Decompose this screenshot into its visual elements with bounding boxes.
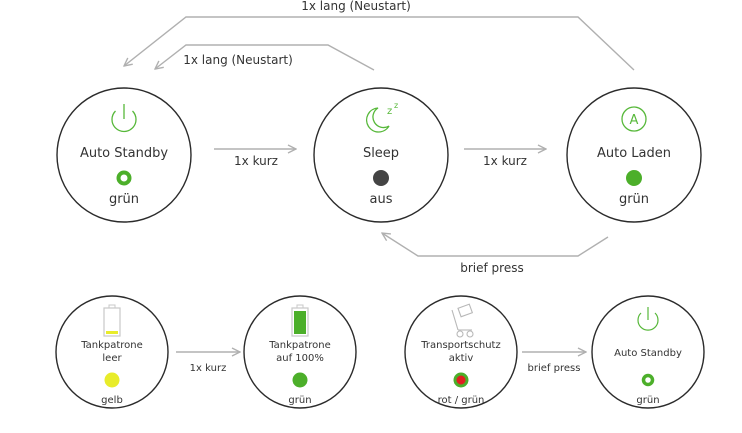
state-title: Auto Standby: [614, 348, 682, 359]
state-title: Auto Standby: [80, 146, 168, 161]
transition-standby-to-sleep: 1x kurz: [214, 149, 296, 168]
state-transportschutz: Transportschutz aktiv rot / grün: [404, 295, 518, 409]
led-indicator-ring-green: [641, 373, 655, 387]
transition-laden-to-sleep: brief press: [382, 233, 609, 275]
transition-sleep-to-standby: 1x lang (Neustart): [155, 44, 375, 71]
transition-label-long-outer: 1x lang (Neustart): [301, 0, 411, 13]
state-title-line2: leer: [102, 353, 122, 364]
led-status-label: grün: [288, 395, 311, 406]
led-indicator-green: [292, 372, 308, 388]
transition-label-long-inner: 1x lang (Neustart): [183, 53, 293, 67]
svg-text:z: z: [387, 106, 392, 117]
led-status-label: aus: [370, 192, 393, 207]
power-icon: [111, 104, 137, 133]
state-title-line1: Tankpatrone: [268, 340, 331, 351]
transition-laden-to-standby: 1x lang (Neustart): [124, 0, 635, 71]
state-tankpatrone-leer: Tankpatrone leer gelb: [55, 295, 169, 409]
moon-zz-icon: z z: [366, 101, 398, 133]
transition-label-short-1: 1x kurz: [234, 154, 278, 168]
led-status-label: rot / grün: [438, 395, 485, 406]
power-icon: [637, 307, 659, 331]
led-status-label: gelb: [101, 395, 123, 406]
led-indicator-ring-green: [116, 170, 132, 186]
led-status-label: grün: [619, 192, 649, 207]
state-auto-standby-small: Auto Standby grün: [591, 295, 705, 409]
led-status-label: grün: [636, 395, 659, 406]
led-status-label: grün: [109, 192, 139, 207]
transition-sleep-to-laden: 1x kurz: [464, 149, 546, 168]
transition-empty-to-full: 1x kurz: [176, 352, 240, 374]
led-indicator-yellow: [104, 372, 120, 388]
transition-label-brief: brief press: [528, 363, 581, 374]
led-indicator-green: [626, 170, 642, 186]
led-indicator-red-green: [453, 372, 469, 388]
state-title-line2: aktiv: [449, 353, 474, 364]
battery-full-icon: [291, 304, 309, 337]
state-auto-laden: A Auto Laden grün: [566, 87, 702, 223]
svg-text:z: z: [394, 101, 398, 110]
svg-text:A: A: [630, 113, 639, 128]
led-indicator-gray: [373, 170, 389, 186]
transition-transport-to-standby: brief press: [522, 352, 586, 374]
battery-empty-icon: [103, 304, 121, 337]
transition-label-short: 1x kurz: [190, 363, 227, 374]
state-title-line1: Transportschutz: [420, 340, 500, 351]
transition-label-brief: brief press: [460, 261, 523, 275]
state-title-line2: auf 100%: [276, 353, 324, 364]
circle-a-icon: A: [621, 106, 647, 132]
state-title-line1: Tankpatrone: [80, 340, 143, 351]
hand-truck-icon: [451, 303, 474, 338]
state-sleep: z z Sleep aus: [313, 87, 449, 223]
state-title: Sleep: [363, 146, 399, 161]
transition-label-short-2: 1x kurz: [483, 154, 527, 168]
state-tankpatrone-voll: Tankpatrone auf 100% grün: [243, 295, 357, 409]
state-title: Auto Laden: [597, 146, 671, 161]
state-auto-standby: Auto Standby grün: [56, 87, 192, 223]
